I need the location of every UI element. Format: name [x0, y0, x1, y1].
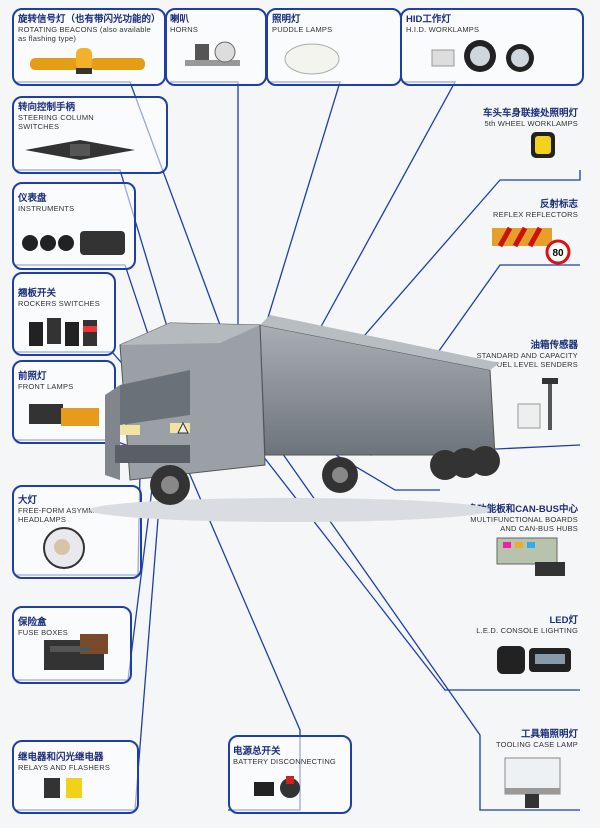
label-en: ROCKERS SWITCHES — [18, 299, 100, 308]
line-led — [199, 374, 580, 691]
label-en: FUSE BOXES — [18, 628, 68, 637]
horn-icon — [185, 41, 240, 66]
label-en: L.E.D. CONSOLE LIGHTING — [476, 626, 578, 635]
label-cn: 喇叭 — [170, 14, 190, 25]
label-en: RELAYS AND FLASHERS — [18, 763, 111, 772]
box-relays — [12, 740, 139, 814]
label-en: STANDARD AND CAPACITY FUEL LEVEL SENDERS — [476, 351, 578, 369]
label-cn: 大灯 — [18, 495, 38, 506]
led-console-icon — [497, 646, 571, 674]
label-en: FREE-FORM ASYMMETRIC HEADLAMPS — [18, 506, 119, 524]
label-cn: 多功能板和CAN-BUS中心 — [467, 504, 578, 515]
label-en: BATTERY DISCONNECTING — [233, 757, 336, 766]
label-cn: 电源总开关 — [233, 746, 281, 757]
label-en: INSTRUMENTS — [18, 204, 75, 213]
box-steering — [12, 96, 168, 174]
label-cn: 油箱传感器 — [530, 340, 578, 351]
headlamp-icon — [43, 527, 85, 569]
label-en: HORNS — [170, 25, 199, 34]
label-en: REFLEX REFLECTORS — [493, 210, 578, 219]
label-en: PUDDLE LAMPS — [272, 25, 333, 34]
label-rotating: 旋转信号灯（也有带闪光功能的）ROTATING BEACONS (also av… — [18, 14, 161, 43]
label-cn: 车头车身联接处照明灯 — [482, 108, 578, 119]
box-battery — [228, 735, 352, 814]
tooling-lamp-icon — [504, 757, 561, 808]
label-cn: LED灯 — [549, 615, 578, 626]
label-cn: 保险盒 — [18, 617, 47, 628]
label-en: 5th WHEEL WORKLAMPS — [484, 119, 578, 128]
instruments-icon — [22, 231, 125, 255]
canbus-board-icon — [496, 537, 565, 576]
label-cn: 翘板开关 — [18, 288, 57, 299]
rotating-beacon-icon — [30, 48, 145, 74]
label-cn: 继电器和闪光继电器 — [18, 752, 104, 763]
front-lamp-icon — [29, 404, 99, 426]
fifth-wheel-lamp-icon — [531, 132, 555, 158]
label-cn: 旋转信号灯（也有带闪光功能的） — [18, 14, 161, 25]
rocker-switch-icon — [29, 318, 97, 346]
box-front — [12, 360, 116, 444]
label-en: MULTIFUNCTIONAL BOARDS AND CAN-BUS HUBS — [470, 515, 578, 533]
truck-icon — [90, 315, 500, 522]
label-cn: 前照灯 — [18, 371, 47, 382]
battery-switch-icon — [254, 776, 300, 798]
label-en: STEERING COLUMN SWITCHES — [18, 113, 94, 131]
label-en: ROTATING BEACONS (also available as flas… — [18, 25, 151, 43]
label-cn: 反射标志 — [539, 199, 578, 210]
puddle-lamp-icon — [284, 43, 340, 75]
label-cn: HID工作灯 — [406, 14, 451, 25]
speed-sign-text: 80 — [552, 248, 564, 259]
line-tooling — [244, 399, 580, 811]
steering-switch-icon — [25, 140, 135, 160]
relay-icon — [44, 778, 82, 798]
label-cn: 仪表盘 — [18, 193, 47, 204]
reflex-reflector-icon: 80 — [492, 226, 571, 265]
hid-worklamp-icon — [431, 40, 534, 72]
label-cn: 转向控制手柄 — [18, 102, 76, 113]
fuel-sender-icon — [517, 378, 558, 430]
label-en: H.I.D. WORKLAMPS — [406, 25, 480, 34]
label-en: FRONT LAMPS — [18, 382, 74, 391]
label-cn: 照明灯 — [272, 14, 301, 25]
line-fifth — [329, 170, 581, 376]
box-instruments — [12, 182, 136, 270]
line-horns — [170, 81, 239, 345]
label-en: TOOLING CASE LAMP — [495, 740, 578, 749]
label-cn: 工具箱照明灯 — [520, 729, 578, 740]
fuse-box-icon — [44, 634, 108, 670]
